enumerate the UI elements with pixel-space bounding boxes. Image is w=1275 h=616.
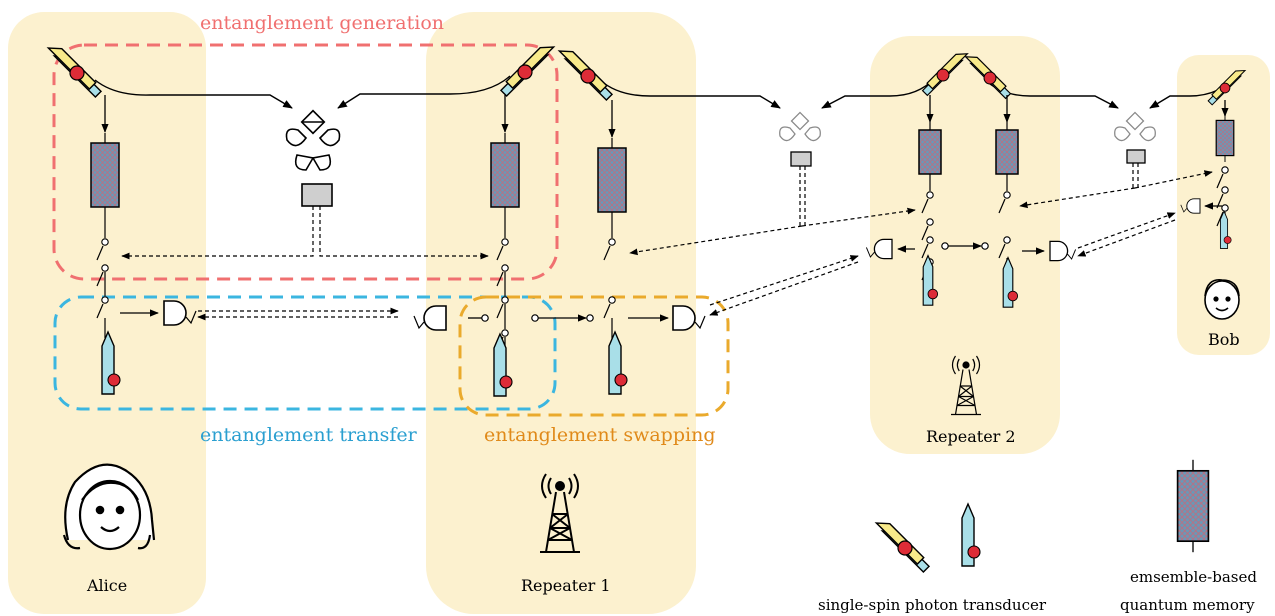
detector-r2-right [1049, 240, 1077, 262]
label-alice: Alice [86, 576, 127, 595]
label-repeater-1: Repeater 1 [521, 576, 611, 595]
legend-memory-label-1: emsemble-based [1130, 568, 1257, 586]
generation-region [52, 43, 559, 281]
memory-r2-right [995, 121, 1019, 183]
memory-alice [90, 132, 120, 218]
memory-bob [1215, 113, 1235, 163]
boy-face-icon [1204, 279, 1240, 320]
label-entanglement-generation: entanglement generation [200, 12, 444, 34]
radio-tower-icon [540, 473, 580, 553]
legend-spin-icon [961, 503, 981, 567]
swapping-region [458, 295, 730, 417]
label-entanglement-transfer: entanglement transfer [200, 424, 418, 446]
bell-measurement-station-3 [1114, 111, 1156, 164]
repeater-1-node [426, 12, 696, 614]
label-entanglement-swapping: entanglement swapping [484, 424, 715, 446]
detector-r1-left [413, 305, 447, 331]
legend-memory-icon [1176, 458, 1210, 554]
label-repeater-2: Repeater 2 [926, 427, 1016, 446]
memory-r1-left [490, 132, 520, 218]
bell-measurement-station-1 [285, 109, 341, 207]
memory-r1-right [597, 137, 627, 223]
legend-memory-label-2: quantum memory [1120, 596, 1255, 614]
legend-transducer-icon [875, 515, 930, 573]
alice-node [8, 12, 206, 614]
radio-tower-icon-2 [951, 355, 981, 416]
girl-face-icon [62, 463, 156, 551]
detector-r1-right [672, 305, 706, 331]
bell-measurement-station-2 [779, 111, 821, 167]
memory-r2-left [918, 121, 942, 183]
label-bob: Bob [1208, 330, 1240, 349]
legend-transducer-label: single-spin photon transducer [818, 596, 1047, 614]
